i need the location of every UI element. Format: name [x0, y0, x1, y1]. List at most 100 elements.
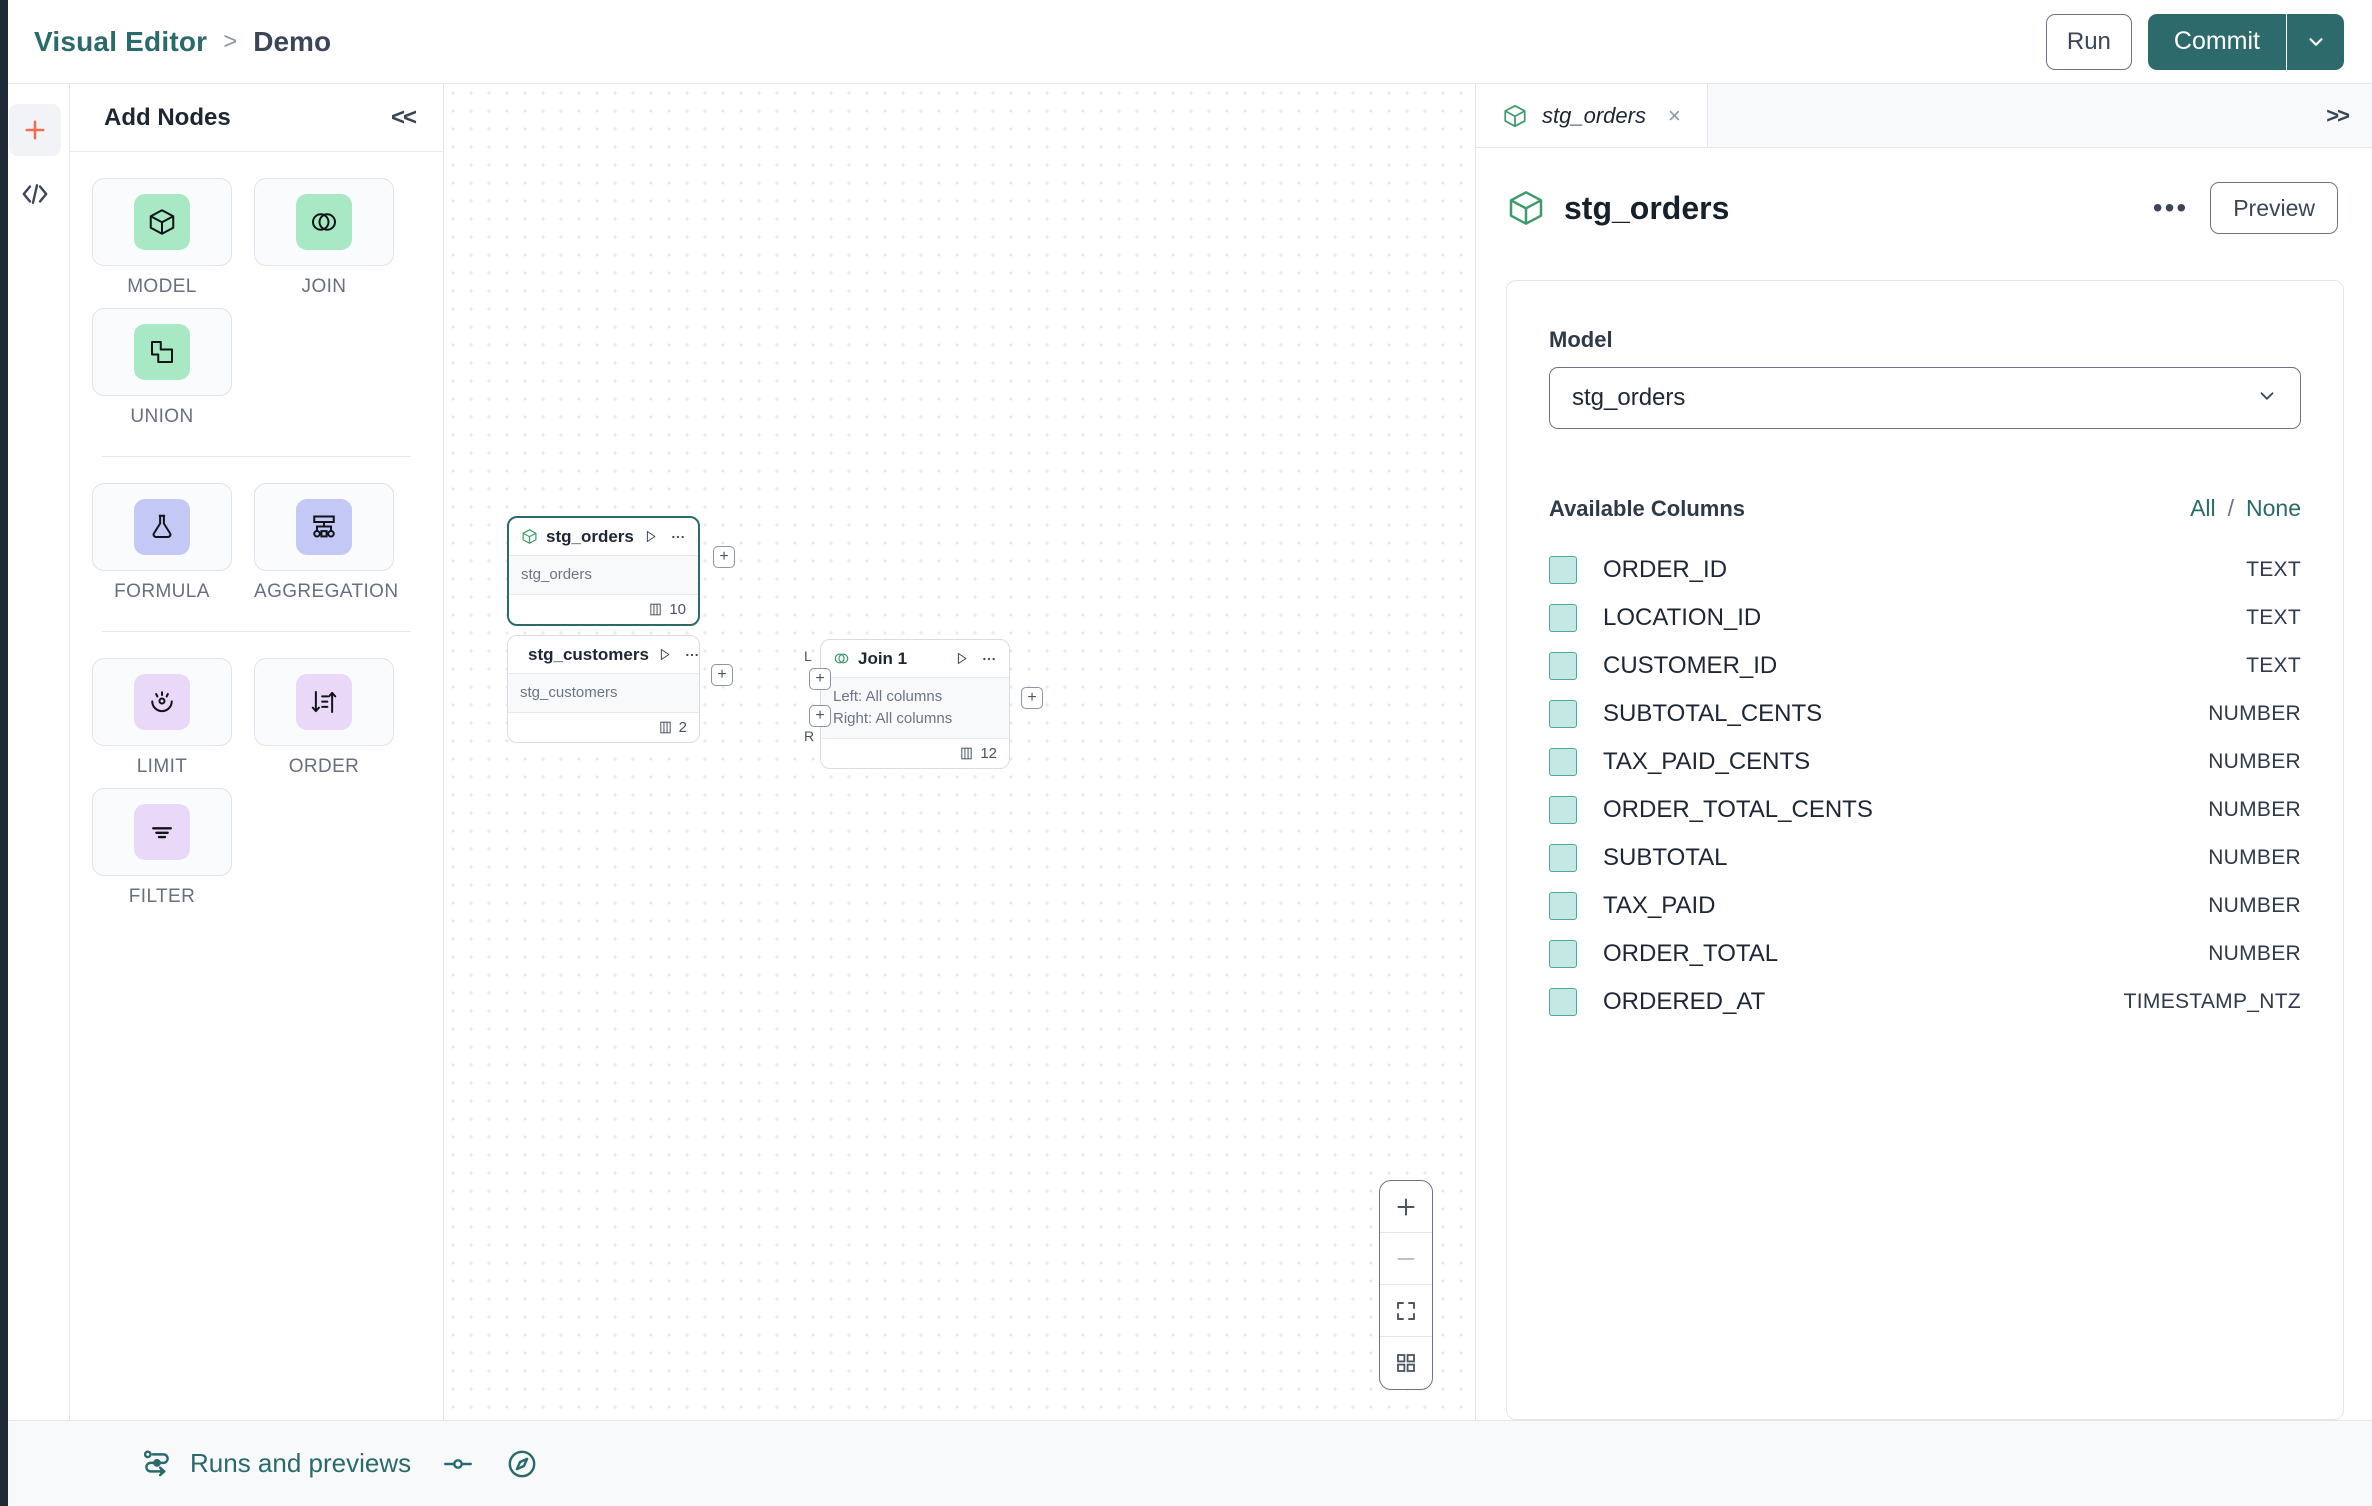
- input-handle-left[interactable]: +: [809, 668, 831, 690]
- compass-button[interactable]: [505, 1447, 539, 1481]
- close-icon[interactable]: ×: [1667, 102, 1681, 128]
- more-options-icon[interactable]: [981, 651, 997, 667]
- column-type: NUMBER: [2208, 942, 2301, 965]
- compass-icon: [508, 1450, 536, 1477]
- flow-node-join-1[interactable]: Join 1 Left: All columns Right: All colu…: [804, 639, 1043, 769]
- node-tile: [254, 178, 394, 266]
- node-icon-bg: [296, 194, 352, 250]
- model-field-label: Model: [1549, 327, 1613, 352]
- column-type: NUMBER: [2208, 894, 2301, 917]
- column-row[interactable]: ORDER_TOTAL_CENTS NUMBER: [1549, 786, 2301, 834]
- column-checkbox[interactable]: [1549, 748, 1577, 776]
- run-button[interactable]: Run: [2045, 13, 2132, 70]
- node-type-aggregation[interactable]: AGGREGATION: [254, 483, 399, 603]
- node-type-model[interactable]: MODEL: [92, 178, 232, 298]
- node-type-order[interactable]: ORDER: [254, 658, 394, 778]
- model-select[interactable]: stg_orders: [1549, 367, 2301, 429]
- column-row[interactable]: TAX_PAID_CENTS NUMBER: [1549, 738, 2301, 786]
- flow-node-actions: [657, 647, 700, 663]
- more-options-icon[interactable]: •••: [2152, 192, 2189, 223]
- column-checkbox[interactable]: [1549, 796, 1577, 824]
- node-type-label: AGGREGATION: [254, 581, 399, 602]
- fit-view-button[interactable]: [1380, 1285, 1432, 1337]
- breadcrumb-root[interactable]: Visual Editor: [34, 25, 208, 57]
- output-handle-stg-orders[interactable]: +: [713, 546, 735, 568]
- node-type-join[interactable]: JOIN: [254, 178, 394, 298]
- model-select-value: stg_orders: [1572, 384, 1686, 411]
- flow-node-column-count: 2: [678, 718, 687, 736]
- column-row[interactable]: SUBTOTAL_CENTS NUMBER: [1549, 690, 2301, 738]
- available-columns-list: ORDER_ID TEXT LOCATION_ID TEXT CUSTOMER_…: [1549, 546, 2301, 1026]
- column-checkbox[interactable]: [1549, 844, 1577, 872]
- column-name: ORDERED_AT: [1603, 988, 1766, 1015]
- column-checkbox[interactable]: [1549, 652, 1577, 680]
- flow-canvas-wrapper[interactable]: stg_orders stg_orders 10 +: [444, 84, 1476, 1420]
- node-tile: [92, 788, 232, 876]
- flow-node-header: stg_orders: [509, 518, 698, 556]
- slider-toggle-button[interactable]: [441, 1447, 475, 1481]
- aggregation-icon: [313, 515, 335, 538]
- column-checkbox[interactable]: [1549, 604, 1577, 632]
- play-icon[interactable]: [643, 529, 658, 544]
- runs-and-previews-button[interactable]: Runs and previews: [140, 1447, 411, 1481]
- node-tile: [92, 483, 232, 571]
- column-row[interactable]: ORDER_TOTAL NUMBER: [1549, 930, 2301, 978]
- zoom-in-button[interactable]: [1380, 1181, 1432, 1233]
- play-icon[interactable]: [954, 651, 969, 666]
- play-icon[interactable]: [657, 647, 672, 662]
- main-body: Add Nodes << MODEL: [0, 84, 2372, 1420]
- node-type-formula[interactable]: FORMULA: [92, 483, 232, 603]
- preview-button[interactable]: Preview: [2210, 182, 2338, 234]
- flow-node-footer: 2: [508, 711, 699, 742]
- node-icon-bg: [134, 194, 190, 250]
- expand-panel-icon[interactable]: >>: [2326, 102, 2350, 128]
- node-type-union[interactable]: UNION: [92, 308, 232, 428]
- cube-icon: [149, 209, 175, 235]
- select-none-link[interactable]: None: [2246, 495, 2301, 521]
- flow-canvas[interactable]: stg_orders stg_orders 10 +: [444, 84, 1475, 1420]
- column-checkbox[interactable]: [1549, 940, 1577, 968]
- column-row[interactable]: CUSTOMER_ID TEXT: [1549, 642, 2301, 690]
- node-type-label: UNION: [130, 406, 194, 427]
- input-handle-right[interactable]: +: [809, 705, 831, 727]
- cube-icon: [522, 529, 537, 544]
- more-options-icon[interactable]: [670, 529, 686, 545]
- column-row[interactable]: SUBTOTAL NUMBER: [1549, 834, 2301, 882]
- node-group-row-ops: LIMIT ORDER: [92, 658, 421, 918]
- more-options-icon[interactable]: [684, 647, 700, 663]
- commit-dropdown-button[interactable]: [2286, 13, 2344, 70]
- tab-stg-orders[interactable]: stg_orders ×: [1476, 84, 1708, 147]
- column-row[interactable]: LOCATION_ID TEXT: [1549, 594, 2301, 642]
- flow-node-stg-customers[interactable]: stg_customers stg_customers 2 +: [507, 635, 733, 743]
- code-view-rail-button[interactable]: [9, 168, 61, 220]
- column-checkbox[interactable]: [1549, 700, 1577, 728]
- node-tile: [92, 178, 232, 266]
- column-row[interactable]: ORDER_ID TEXT: [1549, 546, 2301, 594]
- commit-button[interactable]: Commit: [2147, 13, 2286, 70]
- minimap-toggle-button[interactable]: [1380, 1337, 1432, 1389]
- column-checkbox[interactable]: [1549, 556, 1577, 584]
- zoom-out-button[interactable]: [1380, 1233, 1432, 1285]
- flow-node-title: stg_orders: [546, 526, 634, 546]
- node-type-filter[interactable]: FILTER: [92, 788, 232, 908]
- panel-divider-2: [102, 631, 411, 632]
- column-checkbox[interactable]: [1549, 988, 1577, 1016]
- select-link-separator: /: [2227, 495, 2235, 521]
- select-all-link[interactable]: All: [2190, 495, 2216, 521]
- output-handle-join-1[interactable]: +: [1021, 687, 1043, 709]
- column-type: TEXT: [2246, 606, 2301, 629]
- slider-icon: [444, 1458, 473, 1469]
- add-node-rail-button[interactable]: [8, 104, 61, 156]
- output-handle-stg-customers[interactable]: +: [711, 664, 733, 686]
- fit-view-icon: [1397, 1301, 1415, 1320]
- node-icon-bg: [134, 324, 190, 380]
- column-row[interactable]: ORDERED_AT TIMESTAMP_NTZ: [1549, 978, 2301, 1026]
- flow-node-stg-orders[interactable]: stg_orders stg_orders 10 +: [507, 516, 735, 626]
- column-row[interactable]: TAX_PAID NUMBER: [1549, 882, 2301, 930]
- top-bar-actions: Run Commit: [2045, 13, 2344, 70]
- filter-icon: [152, 827, 172, 839]
- node-type-limit[interactable]: LIMIT: [92, 658, 232, 778]
- column-checkbox[interactable]: [1549, 892, 1577, 920]
- collapse-panel-icon[interactable]: <<: [390, 103, 417, 131]
